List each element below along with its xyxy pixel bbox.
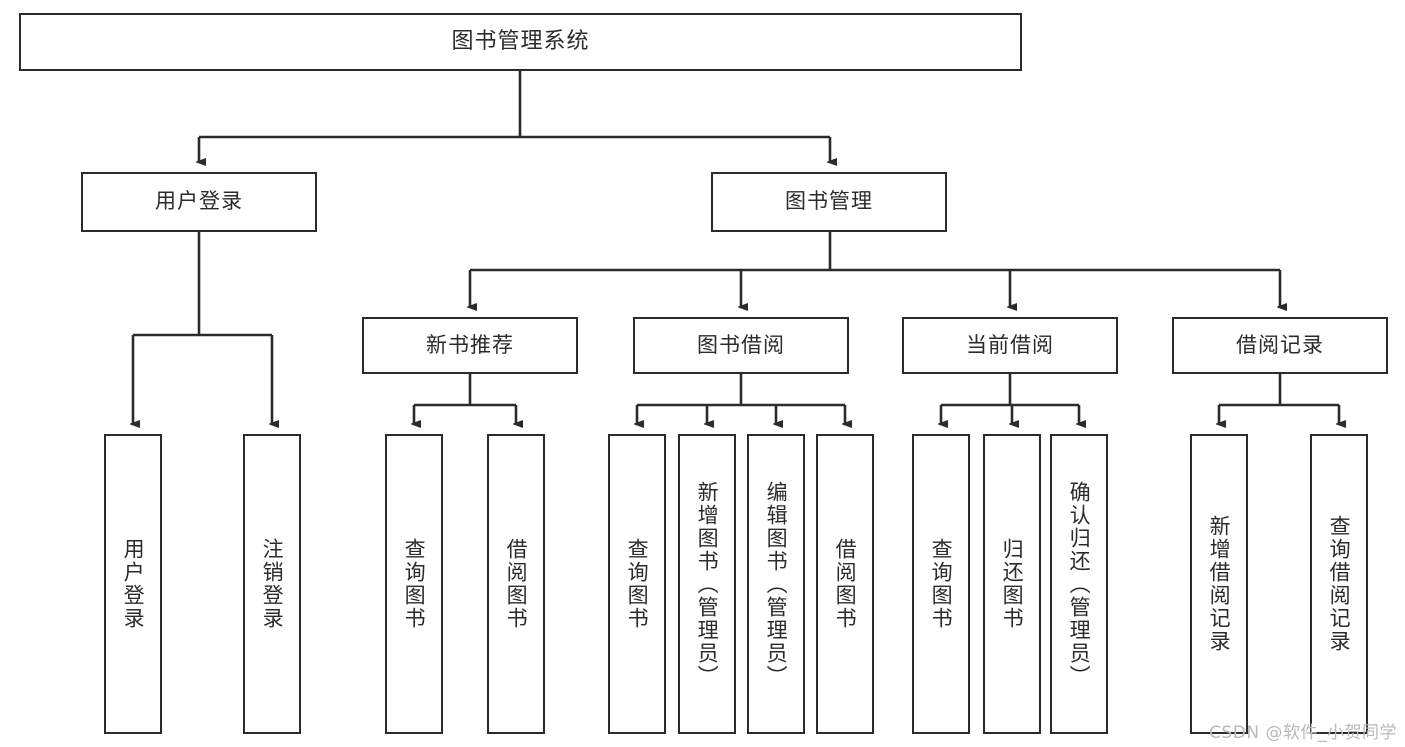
node-book-borrow[interactable]: 图书借阅 bbox=[633, 317, 849, 374]
leaf-label: 确认归还（管理员） bbox=[1067, 480, 1092, 688]
leaf-label: 归还图书 bbox=[1000, 538, 1025, 630]
leaf-label: 查询借阅记录 bbox=[1327, 515, 1352, 653]
leaf-logout-login[interactable]: 注销登录 bbox=[243, 434, 301, 734]
leaf-query-book-newbook[interactable]: 查询图书 bbox=[385, 434, 443, 734]
csdn-watermark: CSDN @软件_小贺同学 bbox=[1209, 723, 1397, 743]
leaf-label: 借阅图书 bbox=[504, 538, 529, 630]
leaf-return-book[interactable]: 归还图书 bbox=[983, 434, 1041, 734]
leaf-query-book-current[interactable]: 查询图书 bbox=[912, 434, 970, 734]
node-new-book-recommend[interactable]: 新书推荐 bbox=[362, 317, 578, 374]
leaf-query-borrow-record[interactable]: 查询借阅记录 bbox=[1310, 434, 1368, 734]
leaf-label: 借阅图书 bbox=[833, 538, 858, 630]
node-book-management[interactable]: 图书管理 bbox=[711, 172, 947, 232]
leaf-label: 查询图书 bbox=[625, 538, 650, 630]
leaf-label: 注销登录 bbox=[260, 538, 285, 630]
node-root-system[interactable]: 图书管理系统 bbox=[19, 13, 1022, 71]
leaf-label: 查询图书 bbox=[929, 538, 954, 630]
leaf-query-book-borrow[interactable]: 查询图书 bbox=[608, 434, 666, 734]
leaf-label: 新增借阅记录 bbox=[1207, 515, 1232, 653]
leaf-confirm-return-admin[interactable]: 确认归还（管理员） bbox=[1050, 434, 1108, 734]
leaf-add-book-admin[interactable]: 新增图书（管理员） bbox=[678, 434, 736, 734]
leaf-label: 查询图书 bbox=[402, 538, 427, 630]
leaf-add-borrow-record[interactable]: 新增借阅记录 bbox=[1190, 434, 1248, 734]
leaf-edit-book-admin[interactable]: 编辑图书（管理员） bbox=[747, 434, 805, 734]
node-current-borrow[interactable]: 当前借阅 bbox=[902, 317, 1118, 374]
leaf-label: 新增图书（管理员） bbox=[695, 480, 720, 688]
node-user-login[interactable]: 用户登录 bbox=[81, 172, 317, 232]
leaf-label: 编辑图书（管理员） bbox=[764, 480, 789, 688]
leaf-user-login[interactable]: 用户登录 bbox=[104, 434, 162, 734]
node-borrow-record[interactable]: 借阅记录 bbox=[1172, 317, 1388, 374]
leaf-label: 用户登录 bbox=[121, 538, 146, 630]
leaf-borrow-book-newbook[interactable]: 借阅图书 bbox=[487, 434, 545, 734]
leaf-borrow-book[interactable]: 借阅图书 bbox=[816, 434, 874, 734]
